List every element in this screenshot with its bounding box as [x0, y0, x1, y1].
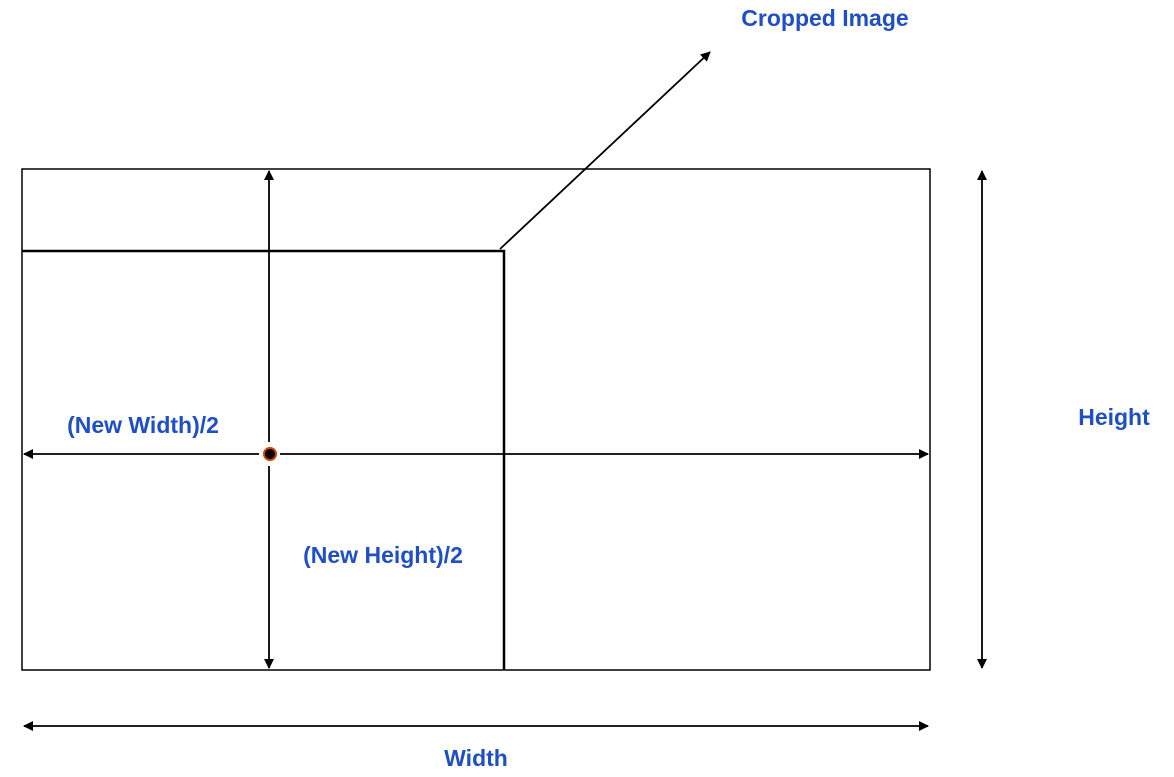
width-label: Width: [444, 745, 508, 771]
new-width-half-label: (New Width)/2: [67, 412, 219, 438]
new-height-half-label: (New Height)/2: [303, 542, 463, 568]
cropped-image-outline: [22, 249, 506, 670]
center-point: [263, 447, 277, 461]
cropped-image-pointer-arrow: [499, 51, 711, 250]
cropped-image-label: Cropped Image: [741, 5, 908, 31]
height-label: Height: [1078, 404, 1150, 430]
original-image-rect: [21, 168, 931, 671]
